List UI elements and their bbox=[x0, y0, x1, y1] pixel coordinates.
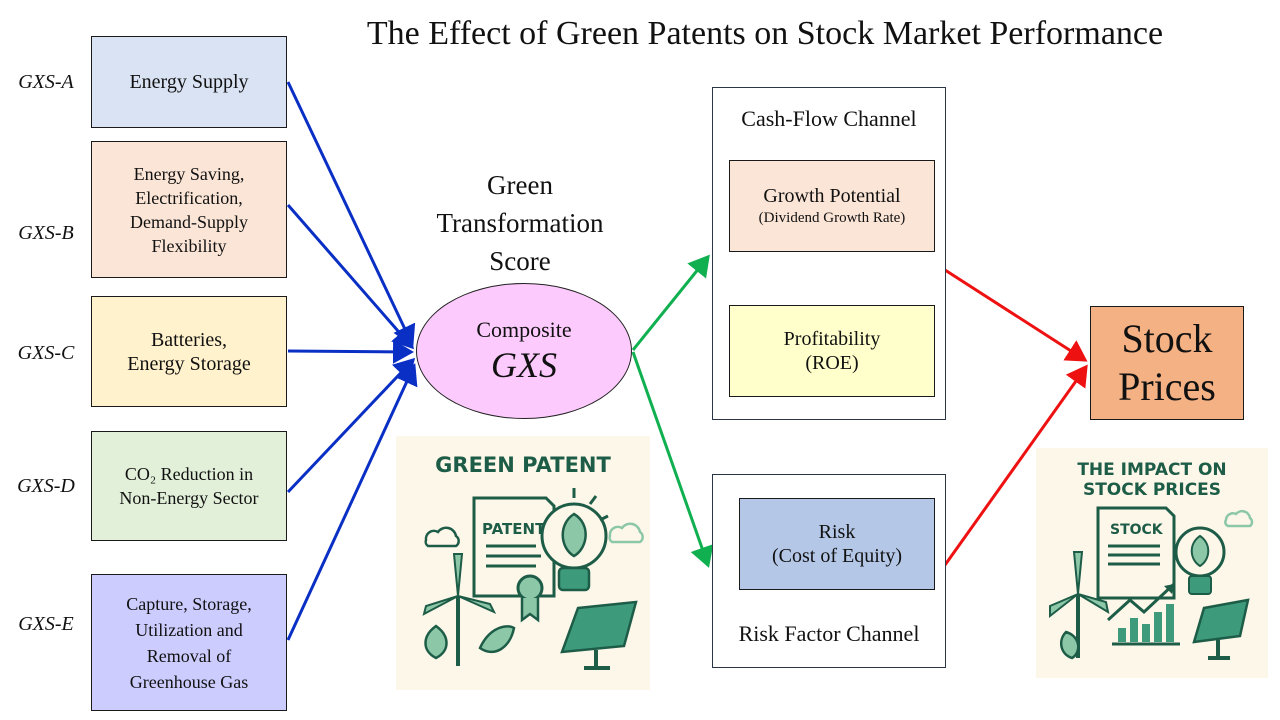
gxs-c-label: GXS-C bbox=[17, 342, 75, 364]
box-line: Flexibility bbox=[151, 235, 227, 256]
risk-subtitle: (Cost of Equity) bbox=[772, 545, 902, 567]
risk-title: Risk bbox=[818, 521, 856, 543]
box-line: Demand-Supply bbox=[130, 211, 248, 232]
batteries-box: Batteries, Energy Storage bbox=[91, 296, 287, 407]
arrow-gxs-a-to-composite bbox=[286, 81, 416, 347]
green-patent-illustration: GREEN PATENT PATENT bbox=[396, 436, 650, 690]
arrow-gxs-d-to-composite bbox=[286, 357, 416, 494]
award-ribbon-icon bbox=[516, 574, 544, 623]
composite-label: Composite bbox=[476, 317, 572, 342]
green-patent-graphic: PATENT bbox=[422, 488, 644, 670]
stock-prices-line2: Prices bbox=[1118, 364, 1216, 409]
composite-gxs-node: Composite GXS bbox=[416, 283, 632, 419]
impact-on-stock-prices-illustration: THE IMPACT ON STOCK PRICES STOCK bbox=[1036, 448, 1268, 678]
box-line: Non-Energy Sector bbox=[119, 488, 259, 508]
box-line: Removal of bbox=[146, 645, 232, 666]
growth-potential-box: Growth Potential (Dividend Growth Rate) bbox=[729, 160, 935, 252]
ccus-box: Capture, Storage, Utilization and Remova… bbox=[91, 574, 287, 711]
lightbulb-leaf-icon bbox=[1174, 526, 1226, 595]
profitability-subtitle: (ROE) bbox=[805, 352, 859, 374]
stock-document-icon: STOCK bbox=[1096, 506, 1176, 600]
wind-turbine-icon bbox=[422, 553, 497, 666]
heading-line: Transformation bbox=[436, 208, 604, 238]
green-patent-heading: GREEN PATENT bbox=[435, 453, 611, 477]
arrow-composite-to-risk bbox=[631, 351, 714, 568]
arrow-gxs-c-to-composite bbox=[287, 339, 414, 364]
box-line: Energy Storage bbox=[127, 352, 251, 375]
box-line: CO₂ Reduction in bbox=[124, 464, 254, 484]
box-line: Greenhouse Gas bbox=[129, 671, 249, 692]
cash-flow-channel-title: Cash-Flow Channel bbox=[741, 106, 917, 131]
cloud-icon bbox=[1224, 509, 1254, 528]
patent-document-icon: PATENT bbox=[472, 496, 556, 598]
heading-line: Score bbox=[489, 246, 551, 276]
diagram-title: The Effect of Green Patents on Stock Mar… bbox=[366, 15, 1164, 52]
box-line: Utilization and bbox=[135, 619, 243, 640]
risk-box: Risk (Cost of Equity) bbox=[739, 498, 935, 590]
risk-factor-channel-title: Risk Factor Channel bbox=[738, 621, 920, 646]
stock-prices-box: Stock Prices bbox=[1090, 306, 1244, 420]
arrow-gxs-e-to-composite bbox=[286, 363, 418, 641]
arrow-gxs-b-to-composite bbox=[286, 204, 414, 350]
gxs-b-label: GXS-B bbox=[18, 222, 74, 244]
profitability-box: Profitability (ROE) bbox=[729, 305, 935, 397]
bar-chart-trend-icon bbox=[1106, 582, 1180, 646]
impact-heading-line2: STOCK PRICES bbox=[1082, 480, 1222, 500]
co2-reduction-box: CO₂ Reduction in Non-Energy Sector bbox=[91, 431, 287, 541]
impact-graphic: STOCK bbox=[1049, 506, 1254, 660]
gxs-d-label: GXS-D bbox=[17, 475, 75, 497]
heading-line: Green bbox=[487, 170, 553, 200]
cloud-icon bbox=[424, 522, 644, 548]
leaf-icon bbox=[424, 624, 516, 660]
patent-doc-label: PATENT bbox=[482, 520, 546, 538]
stock-doc-label: STOCK bbox=[1110, 522, 1164, 538]
energy-saving-box: Energy Saving, Electrification, Demand-S… bbox=[91, 141, 287, 278]
impact-heading-line1: THE IMPACT ON bbox=[1077, 460, 1227, 480]
profitability-title: Profitability bbox=[783, 328, 881, 350]
green-transformation-score-heading: Green Transformation Score bbox=[405, 166, 635, 280]
growth-potential-subtitle: (Dividend Growth Rate) bbox=[758, 210, 906, 226]
arrow-risk-to-stock bbox=[943, 364, 1088, 566]
box-line: Energy Saving, bbox=[133, 163, 245, 184]
energy-supply-box: Energy Supply bbox=[91, 36, 287, 128]
gxs-e-label: GXS-E bbox=[18, 613, 74, 635]
box-line: Batteries, bbox=[150, 328, 228, 351]
solar-panel-icon bbox=[1192, 598, 1250, 660]
box-line: Energy Supply bbox=[129, 71, 249, 93]
arrow-cash-flow-to-stock bbox=[944, 268, 1088, 362]
growth-potential-title: Growth Potential bbox=[763, 185, 901, 207]
leaf-icon bbox=[1059, 630, 1080, 660]
box-line: Electrification, bbox=[135, 187, 243, 208]
box-line: Capture, Storage, bbox=[126, 593, 252, 614]
stock-prices-line1: Stock bbox=[1121, 316, 1213, 361]
arrow-composite-to-cash-flow bbox=[631, 254, 710, 351]
gxs-label: GXS bbox=[491, 345, 557, 385]
solar-panel-icon bbox=[560, 600, 638, 670]
impact-heading: THE IMPACT ON STOCK PRICES bbox=[1036, 460, 1268, 500]
lightbulb-leaf-icon bbox=[540, 488, 609, 592]
gxs-a-label: GXS-A bbox=[18, 71, 74, 93]
